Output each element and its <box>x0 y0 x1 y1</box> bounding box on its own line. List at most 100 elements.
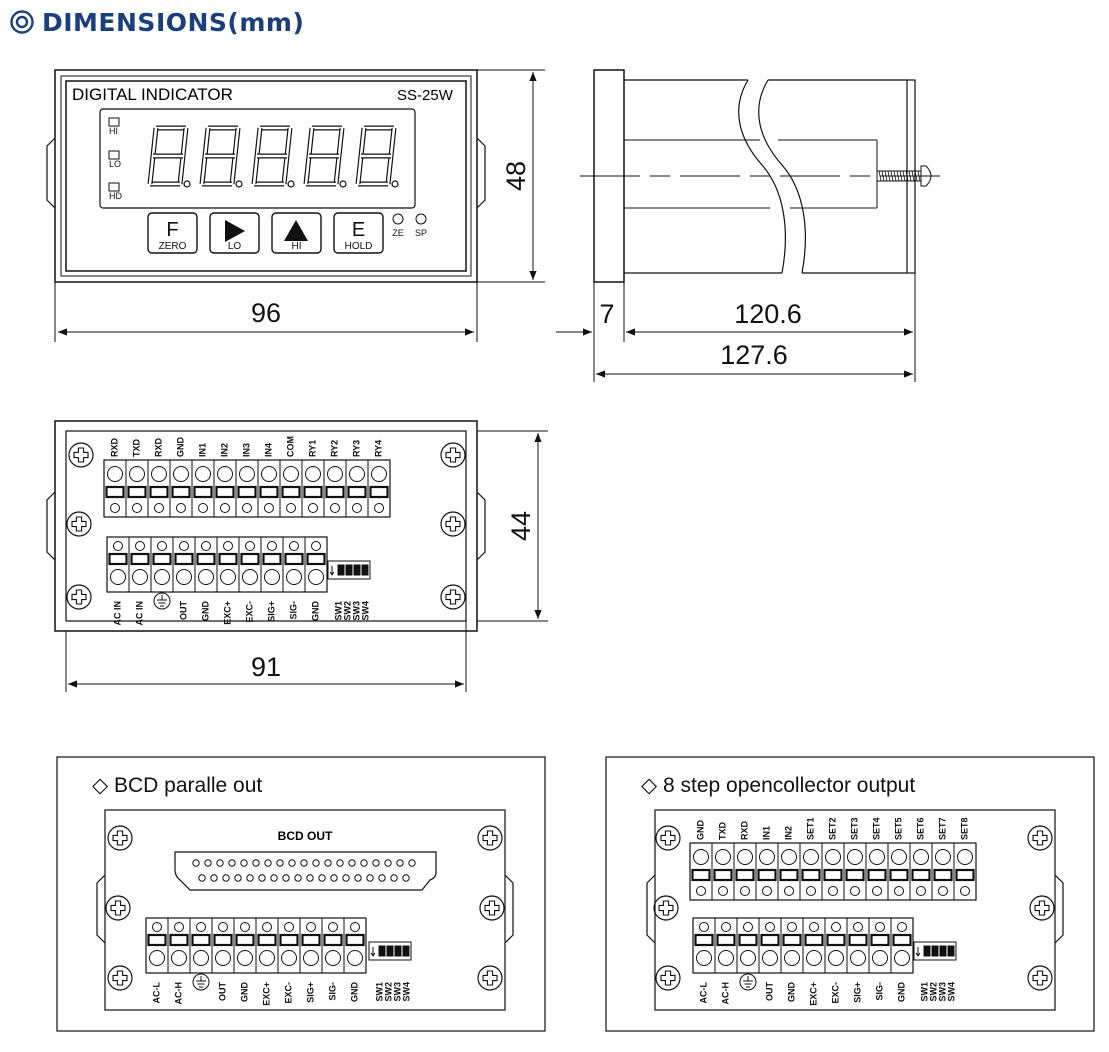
step8-frame <box>605 756 1095 1032</box>
terminal-screw <box>172 537 194 592</box>
connector-pin <box>318 874 326 882</box>
bcd-panel <box>56 756 546 1032</box>
terminal-screw <box>909 843 931 900</box>
terminal-label: COM <box>285 436 295 457</box>
connector-pin <box>396 859 404 867</box>
terminal-label: SW4 <box>401 982 411 1002</box>
dip-switch-lever[interactable] <box>337 564 345 576</box>
terminal-screw <box>260 537 282 592</box>
terminal-label: RY3 <box>351 440 361 457</box>
terminal-label: OUT <box>178 601 188 621</box>
bcd-d-sub-connector <box>174 851 437 891</box>
dip-switch-lever[interactable] <box>386 945 394 957</box>
terminal-label: IN1 <box>761 826 771 840</box>
terminal-screw <box>865 843 887 900</box>
terminal-label: AC IN <box>134 601 144 626</box>
decimal-point <box>183 180 191 188</box>
terminal-screw <box>108 541 128 585</box>
terminal-screw <box>169 460 191 517</box>
digit-5 <box>355 125 397 187</box>
led-label: LO <box>109 159 121 169</box>
terminal-label: IN3 <box>241 443 251 457</box>
connector-pin <box>324 859 332 867</box>
terminal-screw <box>257 460 279 517</box>
key-glyph: F <box>166 219 178 241</box>
step8-screws <box>653 825 1055 991</box>
dip-switch[interactable] <box>327 560 371 580</box>
dip-switch-lever[interactable] <box>923 945 931 957</box>
terminal-label: SET5 <box>893 817 903 840</box>
terminal-label: SW2 <box>383 982 393 1002</box>
rear-screws <box>66 442 466 610</box>
terminal-label: IN1 <box>197 443 207 457</box>
terminal-label: RY2 <box>329 440 339 457</box>
key-lo[interactable]: LO <box>209 212 260 254</box>
terminal-label: SW4 <box>946 982 956 1002</box>
dip-switch-lever[interactable] <box>361 564 369 576</box>
earth-ground-icon <box>153 592 171 610</box>
mounting-screw-icon <box>477 965 503 991</box>
terminal-label: SIG+ <box>852 982 862 1003</box>
dip-switch-lever[interactable] <box>939 945 947 957</box>
terminal-screw <box>953 843 975 900</box>
terminal-label: EXC+ <box>222 601 232 625</box>
terminal-label: SW3 <box>351 601 361 621</box>
dim-width: 96 <box>251 298 281 328</box>
terminal-screw <box>125 460 147 517</box>
dip-switch-lever[interactable] <box>402 945 410 957</box>
front-bezel-outer <box>54 69 478 283</box>
indicator-sp <box>415 213 427 225</box>
rear-clip-right <box>476 491 486 561</box>
key-hi[interactable]: HI <box>271 212 322 254</box>
dip-switch-lever[interactable] <box>931 945 939 957</box>
terminal-label: GND <box>310 601 320 622</box>
terminal-label: RY1 <box>307 440 317 457</box>
dip-switch-lever[interactable] <box>345 564 353 576</box>
terminal-label: SW1 <box>333 601 343 621</box>
terminal-screw <box>238 537 260 592</box>
connector-pin <box>366 874 374 882</box>
connector-pin <box>264 859 272 867</box>
terminal-screw <box>343 918 365 973</box>
terminal-screw <box>147 460 169 517</box>
dip-switch[interactable] <box>913 941 957 961</box>
terminal-label: GND <box>896 982 906 1003</box>
terminal-screw <box>213 460 235 517</box>
front-panel <box>65 80 467 272</box>
terminal-screw <box>167 918 189 973</box>
connector-pin <box>378 874 386 882</box>
terminal-screw <box>694 922 714 966</box>
terminal-label: SW1 <box>374 982 384 1002</box>
connector-pin <box>354 874 362 882</box>
connector-pin <box>204 859 212 867</box>
connector-pin <box>258 874 266 882</box>
terminal-screw <box>890 918 912 973</box>
bcd-title: ◇ BCD paralle out <box>92 774 262 797</box>
dip-switch-lever[interactable] <box>947 945 955 957</box>
side-dimension-lines <box>556 273 916 382</box>
dip-switch-lever[interactable] <box>353 564 361 576</box>
connector-pin <box>234 874 242 882</box>
dip-switch-lever[interactable] <box>394 945 402 957</box>
connector-pin <box>192 859 200 867</box>
screw-threads <box>878 170 921 182</box>
connector-pin <box>330 874 338 882</box>
dip-switch[interactable] <box>368 941 412 961</box>
terminal-screw <box>868 918 890 973</box>
digit-3 <box>251 125 293 187</box>
terminal-label: SW3 <box>937 982 947 1002</box>
mounting-screw-icon <box>440 584 466 610</box>
title-text: DIMENSIONS(mm) <box>42 7 305 37</box>
terminal-label: GND <box>786 982 796 1003</box>
terminal-screw <box>321 918 343 973</box>
terminal-label: OUT <box>764 982 774 1002</box>
front-view <box>46 69 486 283</box>
terminal-label: GND <box>239 982 249 1003</box>
bcd-rear-panel <box>104 809 506 1011</box>
dip-switch-lever[interactable] <box>378 945 386 957</box>
